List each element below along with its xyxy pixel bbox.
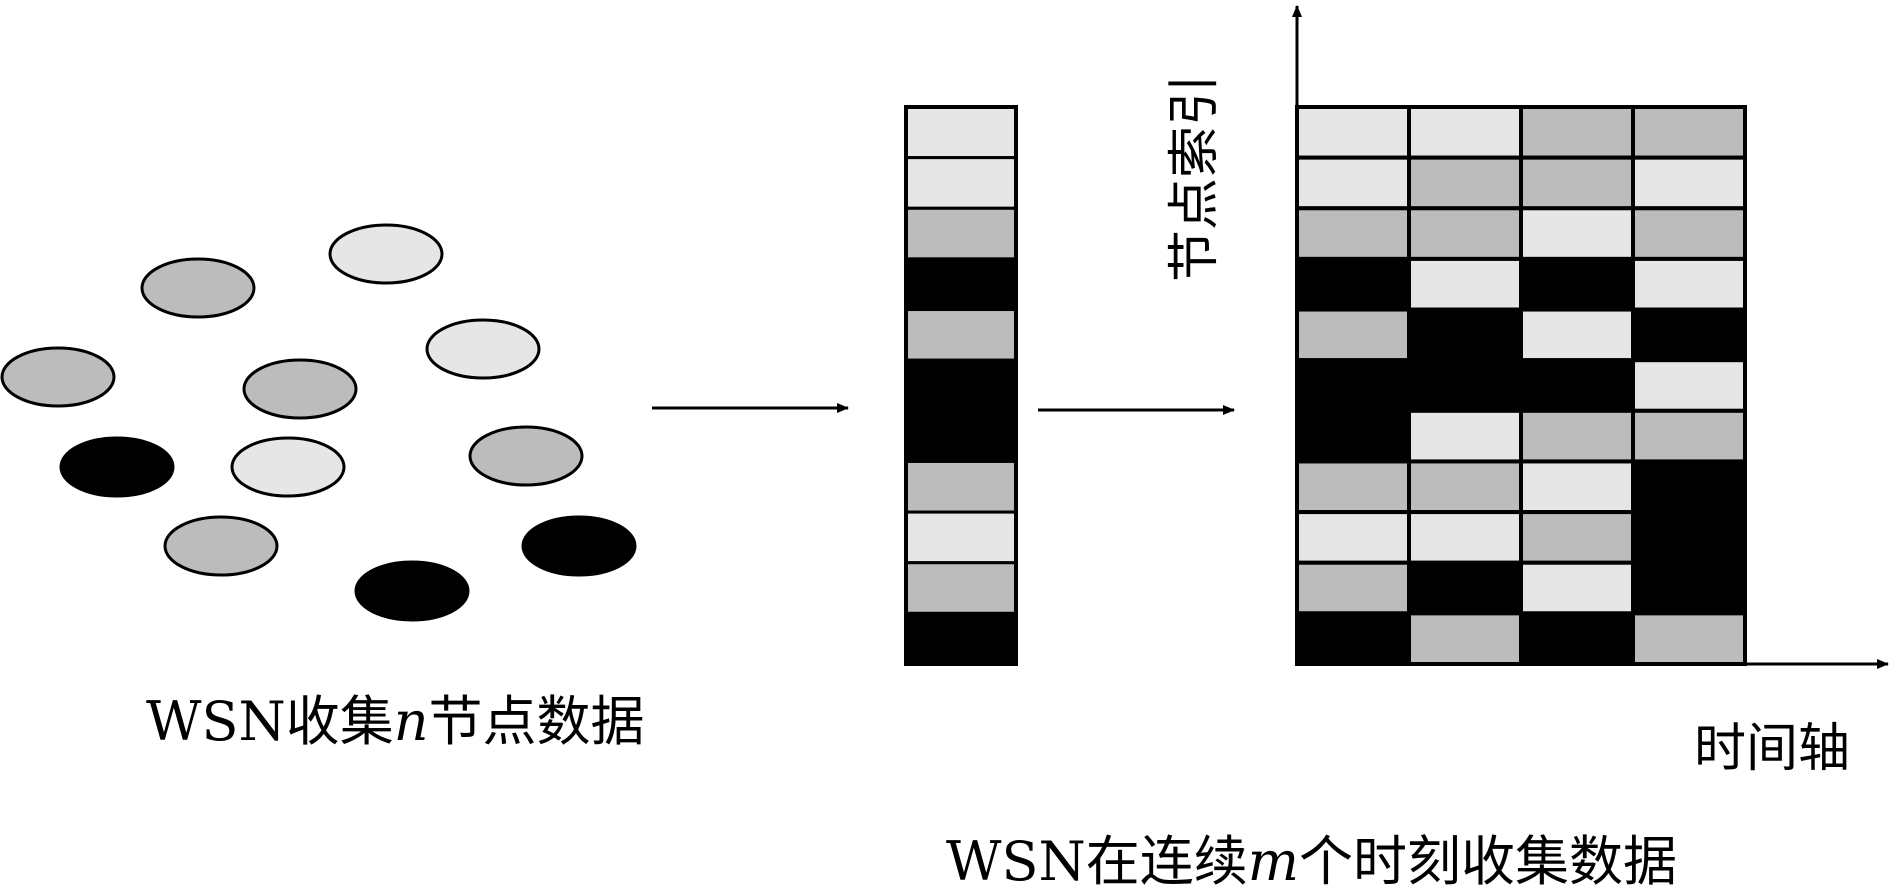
column-cell — [904, 561, 1018, 615]
matrix-cell — [1295, 358, 1411, 413]
matrix-cell — [1519, 256, 1635, 312]
matrix-cell — [1407, 256, 1523, 312]
column-cell — [904, 257, 1018, 312]
sensor-node — [521, 515, 637, 577]
matrix-cell — [1519, 358, 1635, 413]
sensor-nodes-group — [0, 223, 637, 622]
matrix-cell — [1631, 256, 1747, 312]
matrix-cell — [1407, 408, 1523, 464]
matrix-cell — [1407, 307, 1523, 363]
matrix-cell — [1519, 560, 1635, 616]
matrix-cell — [1631, 510, 1747, 565]
data-matrix — [1295, 105, 1747, 667]
column-cell — [904, 358, 1018, 413]
matrix-cell — [1295, 560, 1411, 616]
matrix-cell — [1407, 510, 1523, 565]
matrix-cell — [1631, 155, 1747, 211]
matrix-cell — [1407, 459, 1523, 515]
matrix-cell — [1295, 408, 1411, 464]
column-cell — [904, 156, 1018, 210]
matrix-cell — [1631, 105, 1747, 160]
sensor-node — [242, 358, 358, 420]
bottom-caption-pre: WSN在连续 — [946, 830, 1248, 892]
bottom-caption-var: m — [1248, 830, 1299, 892]
bottom-caption-post: 个时刻收集数据 — [1299, 830, 1677, 892]
column-cell — [904, 459, 1018, 514]
sensor-node — [230, 436, 346, 498]
matrix-cell — [1631, 408, 1747, 464]
column-cell — [904, 206, 1018, 261]
matrix-cell — [1407, 560, 1523, 616]
matrix-cell — [1519, 155, 1635, 211]
matrix-cell — [1295, 256, 1411, 312]
matrix-cell — [1519, 408, 1635, 464]
x-axis-label: 时间轴 — [1694, 719, 1850, 779]
column-cell — [904, 510, 1018, 565]
y-axis-label: 节点索引 — [1165, 74, 1225, 282]
matrix-cell — [1631, 307, 1747, 363]
matrix-cell — [1519, 206, 1635, 261]
column-cell — [904, 105, 1018, 160]
matrix-cell — [1631, 611, 1747, 667]
matrix-cell — [1519, 510, 1635, 565]
matrix-cell — [1631, 206, 1747, 261]
data-column-vector — [904, 105, 1018, 666]
column-cell — [904, 308, 1018, 362]
sensor-node — [425, 318, 541, 380]
matrix-cell — [1295, 155, 1411, 211]
matrix-cell — [1631, 358, 1747, 413]
sensor-node — [59, 436, 175, 498]
matrix-cell — [1407, 105, 1523, 160]
matrix-cell — [1519, 105, 1635, 160]
sensor-node — [468, 425, 584, 487]
matrix-cell — [1295, 459, 1411, 515]
sensor-node — [354, 560, 470, 622]
matrix-cell — [1519, 611, 1635, 667]
matrix-cell — [1519, 459, 1635, 515]
matrix-cell — [1407, 358, 1523, 413]
left-caption-post: 节点数据 — [429, 690, 645, 753]
sensor-node — [163, 515, 279, 577]
matrix-cell — [1295, 611, 1411, 667]
column-cell — [904, 409, 1018, 463]
matrix-cell — [1295, 510, 1411, 565]
sensor-node — [140, 257, 256, 319]
matrix-cell — [1295, 206, 1411, 261]
matrix-cell — [1407, 611, 1523, 667]
left-caption-var: n — [394, 690, 429, 753]
matrix-cell — [1519, 307, 1635, 363]
column-outline — [904, 105, 1018, 666]
sensor-node — [0, 346, 116, 408]
matrix-cell — [1295, 105, 1411, 160]
left-caption: WSN收集n节点数据 — [146, 690, 645, 753]
matrix-cell — [1295, 307, 1411, 363]
matrix-cell — [1407, 155, 1523, 211]
sensor-node — [328, 223, 444, 285]
bottom-caption: WSN在连续m个时刻收集数据 — [946, 830, 1677, 892]
matrix-cell — [1631, 560, 1747, 616]
matrix-cell — [1631, 459, 1747, 515]
column-cell — [904, 611, 1018, 666]
left-caption-pre: WSN收集 — [146, 690, 394, 753]
matrix-cell — [1407, 206, 1523, 261]
